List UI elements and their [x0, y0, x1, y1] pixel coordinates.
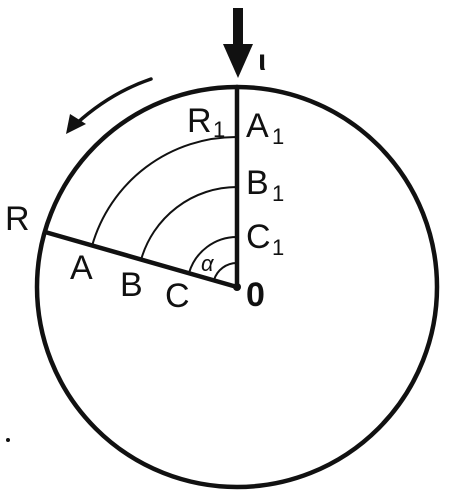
label-b1-subscript: 1: [272, 181, 284, 206]
label-outer-point: R: [5, 200, 30, 238]
arrow-down-icon: [223, 8, 253, 78]
arc-b: [140, 186, 238, 261]
label-angle: α: [201, 251, 215, 276]
arc-a: [91, 135, 238, 247]
label-c1: C: [246, 218, 271, 256]
label-a1: A: [246, 107, 269, 145]
arc-c: [188, 236, 238, 274]
label-b1: B: [246, 164, 269, 202]
label-arrow-marker: ι: [258, 44, 266, 77]
label-c: C: [165, 277, 190, 315]
stray-dot: [6, 438, 10, 442]
label-r1: R: [187, 102, 212, 140]
label-a1-subscript: 1: [272, 124, 284, 149]
label-b: B: [120, 266, 143, 304]
label-a: A: [70, 249, 93, 287]
curved-arrow-icon: [66, 77, 153, 134]
center-point: [233, 283, 241, 291]
angle-arc: [213, 261, 238, 281]
label-r1-subscript: 1: [213, 117, 225, 142]
label-center: 0: [246, 276, 265, 314]
label-c1-subscript: 1: [272, 235, 284, 260]
